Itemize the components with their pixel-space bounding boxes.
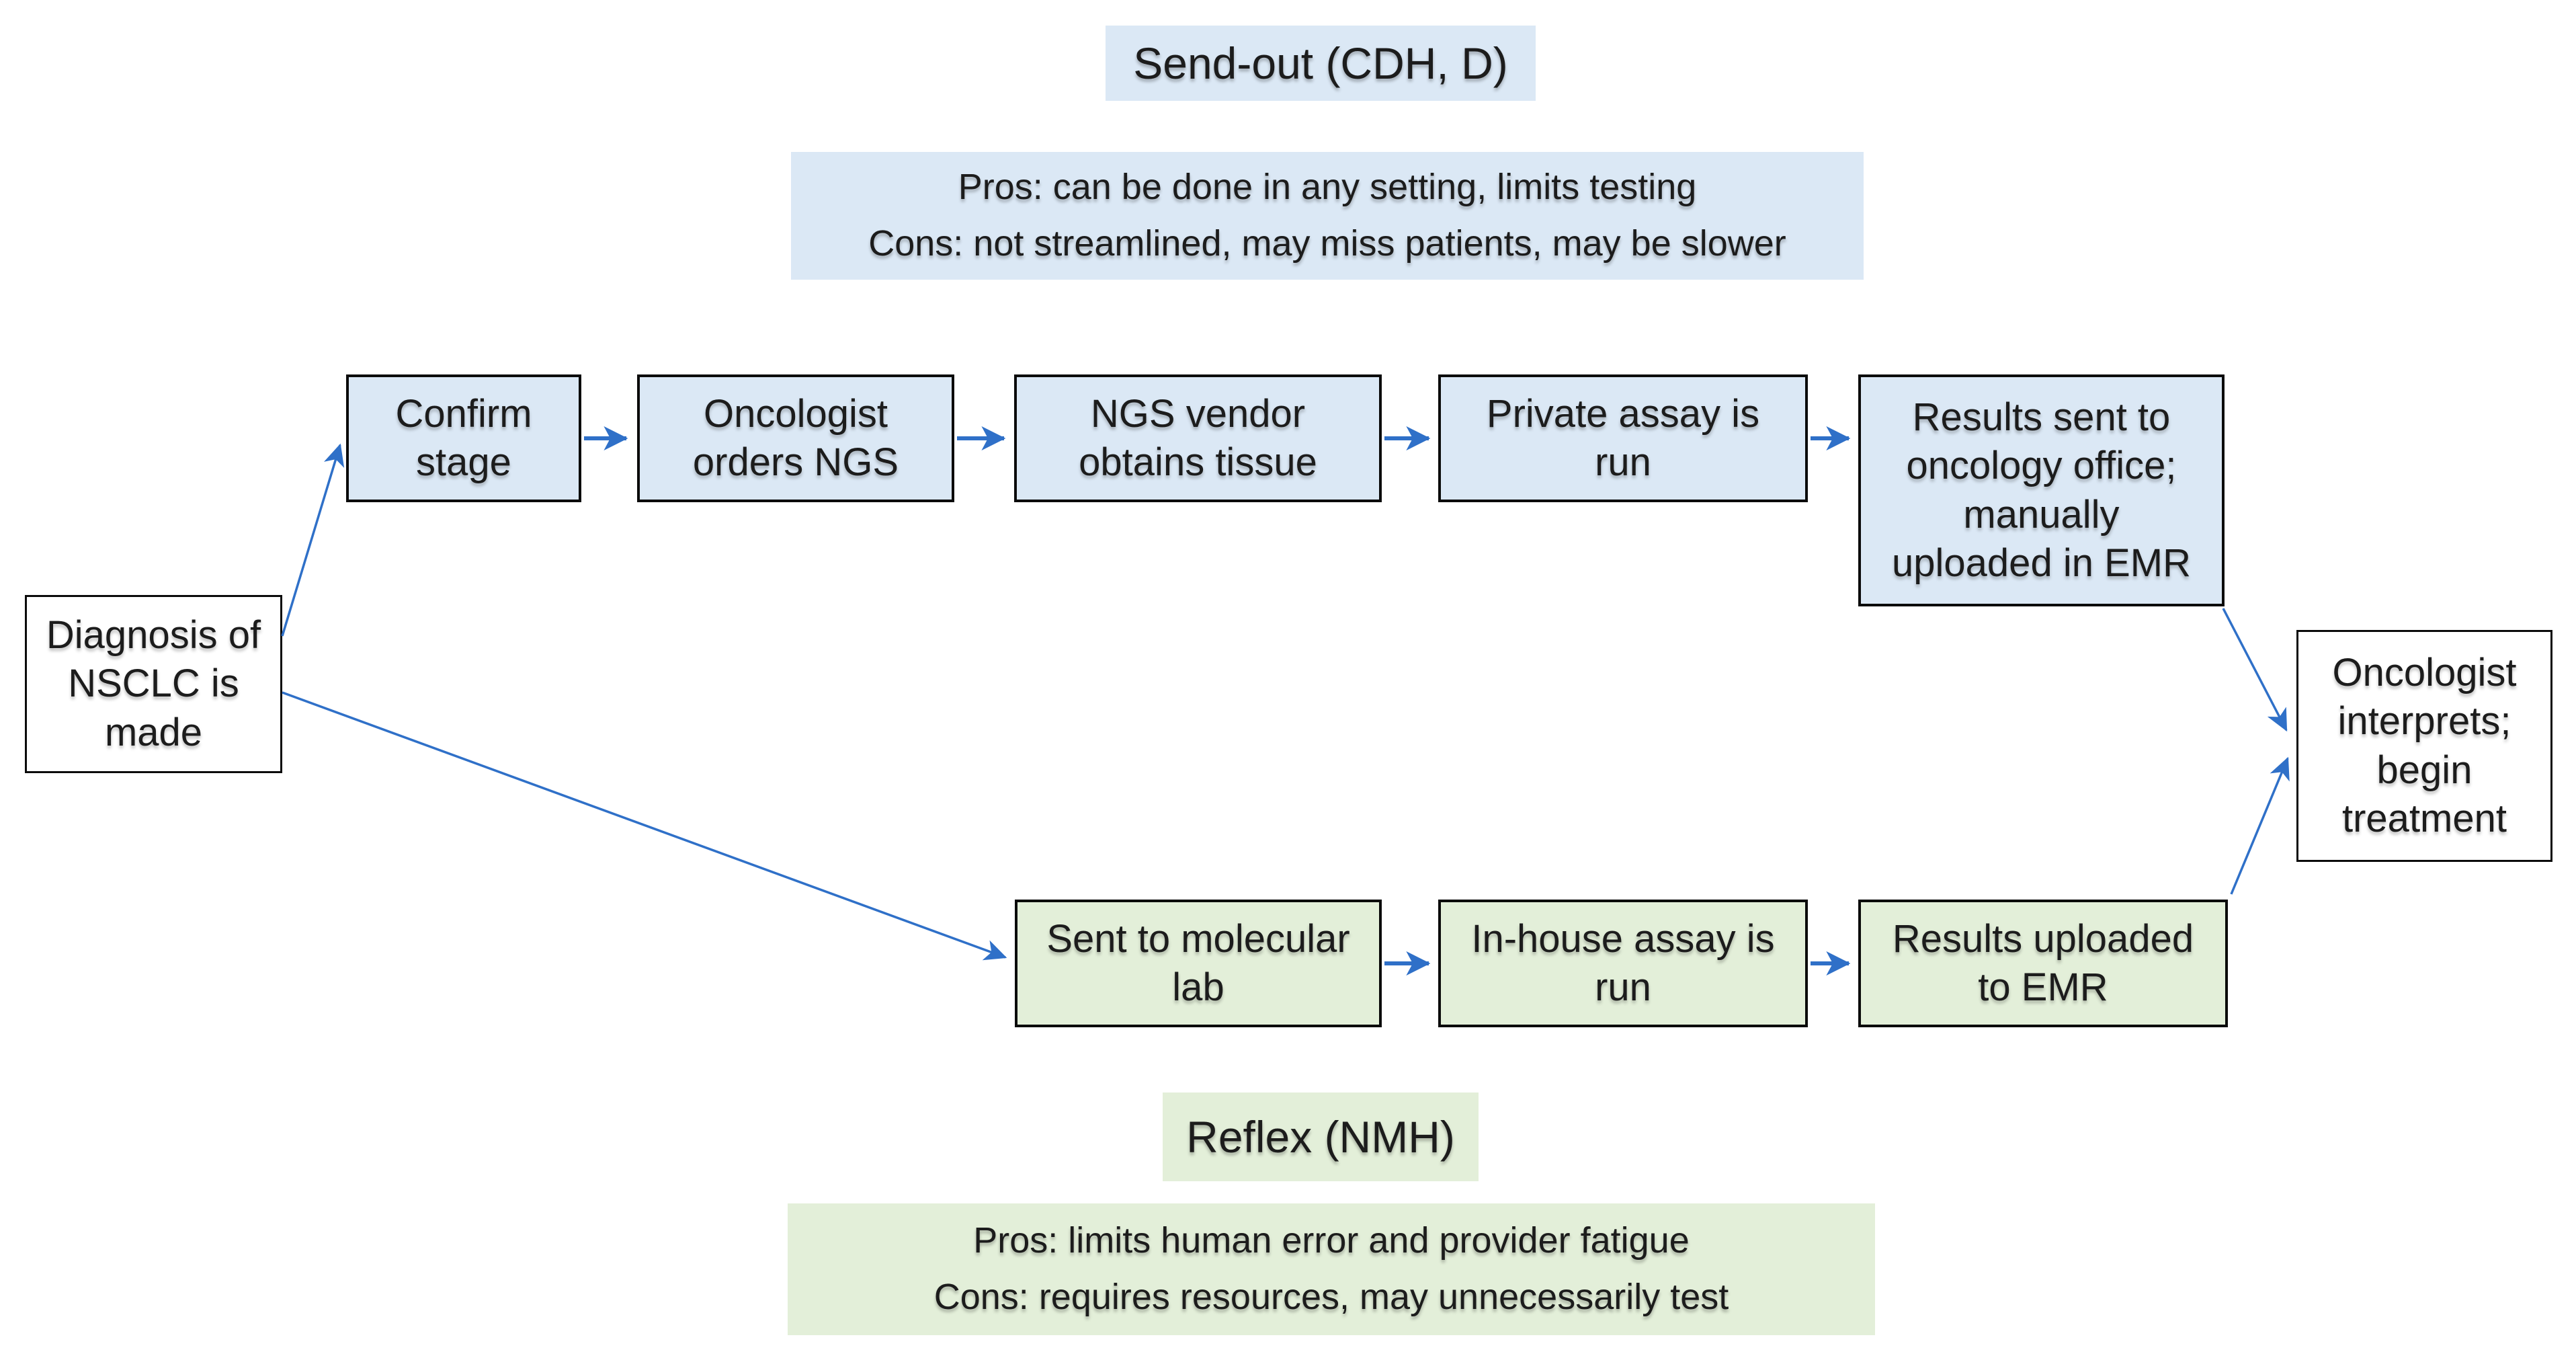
arrow-diagnosis-to-confirm-stage [281,443,345,637]
node-in-house-assay-run: In-house assay is run [1438,900,1808,1027]
reflex-cons-text: Cons: requires resources, may unnecessar… [933,1277,1729,1317]
reflex-pros-cons: Pros: limits human error and provider fa… [788,1203,1875,1335]
send-out-cons-text: Cons: not streamlined, may miss patients… [868,223,1786,264]
node-results-sent-oncology-office: Results sent to oncology office; manuall… [1858,374,2225,606]
node-results-uploaded-to-emr: Results uploaded to EMR [1858,900,2228,1027]
send-out-pros-text: Pros: can be done in any setting, limits… [958,167,1697,208]
node-oncologist-orders-ngs: Oncologist orders NGS [637,374,954,502]
send-out-title-text: Send-out (CDH, D) [1133,38,1508,88]
reflex-title-text: Reflex (NMH) [1186,1112,1455,1162]
node-sent-to-molecular-lab: Sent to molecular lab [1015,900,1382,1027]
reflex-pathway-title: Reflex (NMH) [1163,1092,1479,1181]
node-diagnosis-nsclc: Diagnosis of NSCLC is made [25,595,282,773]
arrow-results-sent-to-oncologist [2222,608,2288,732]
arrow-results-uploaded-to-oncologist [2230,756,2290,895]
arrow-diagnosis-to-molecular-lab [282,691,1007,961]
send-out-pathway-title: Send-out (CDH, D) [1106,26,1536,101]
node-private-assay-run: Private assay is run [1438,374,1808,502]
node-oncologist-interprets: Oncologist interprets; begin treatment [2296,630,2552,862]
node-ngs-vendor-obtains-tissue: NGS vendor obtains tissue [1014,374,1382,502]
send-out-pros-cons: Pros: can be done in any setting, limits… [791,152,1864,280]
reflex-pros-text: Pros: limits human error and provider fa… [973,1220,1690,1261]
node-confirm-stage: Confirm stage [346,374,581,502]
